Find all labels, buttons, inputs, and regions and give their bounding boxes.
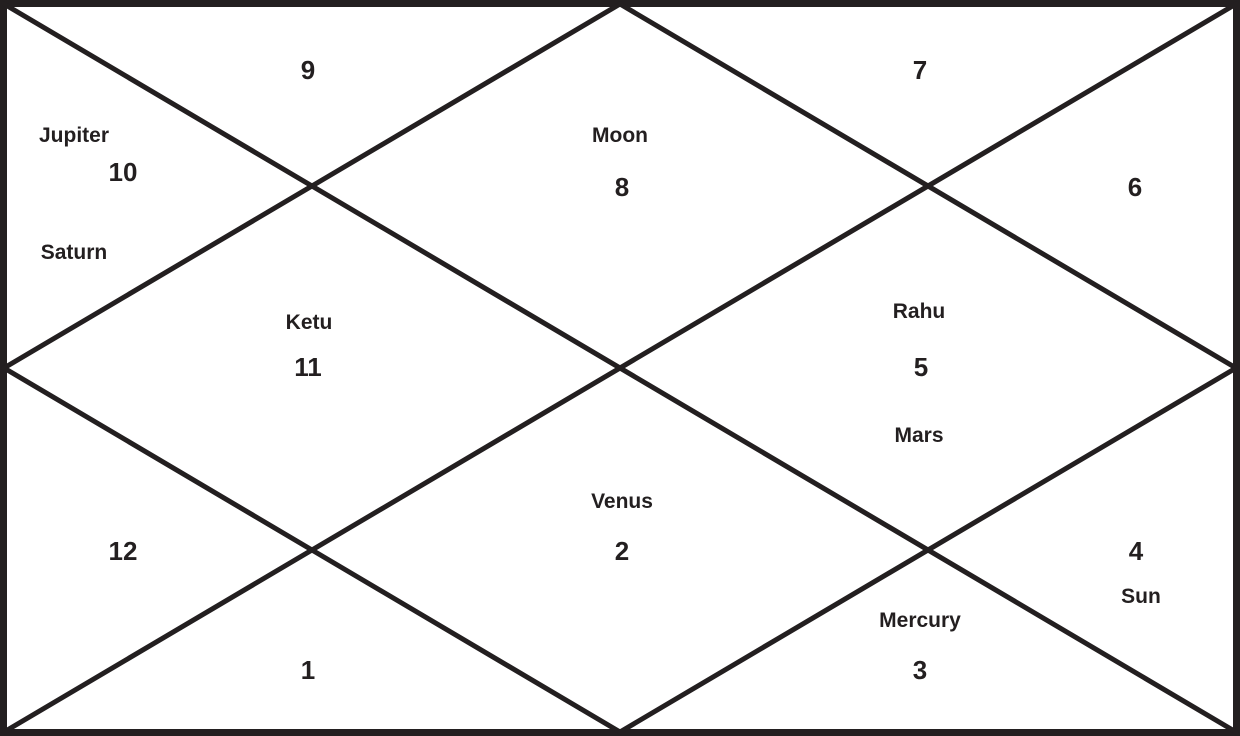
planet-label-mars: Mars [894, 424, 943, 447]
house-number-10: 10 [109, 157, 138, 187]
house-number-9: 9 [301, 55, 315, 85]
house-number-4: 4 [1129, 536, 1144, 566]
house-number-5: 5 [914, 352, 928, 382]
house-number-1: 1 [301, 655, 315, 685]
planet-label-mercury: Mercury [879, 609, 961, 632]
house-number-8: 8 [615, 172, 629, 202]
house-number-2: 2 [615, 536, 629, 566]
planet-label-saturn: Saturn [41, 241, 108, 264]
house-number-3: 3 [913, 655, 927, 685]
planet-label-sun: Sun [1121, 585, 1161, 608]
house-number-6: 6 [1128, 172, 1142, 202]
house-number-11: 11 [294, 352, 322, 382]
planet-label-jupiter: Jupiter [39, 124, 109, 147]
house-number-12: 12 [109, 536, 138, 566]
planet-label-rahu: Rahu [893, 300, 946, 323]
house-number-7: 7 [913, 55, 927, 85]
planet-label-venus: Venus [591, 490, 653, 513]
planet-label-moon: Moon [592, 124, 648, 147]
planet-label-ketu: Ketu [286, 311, 333, 334]
